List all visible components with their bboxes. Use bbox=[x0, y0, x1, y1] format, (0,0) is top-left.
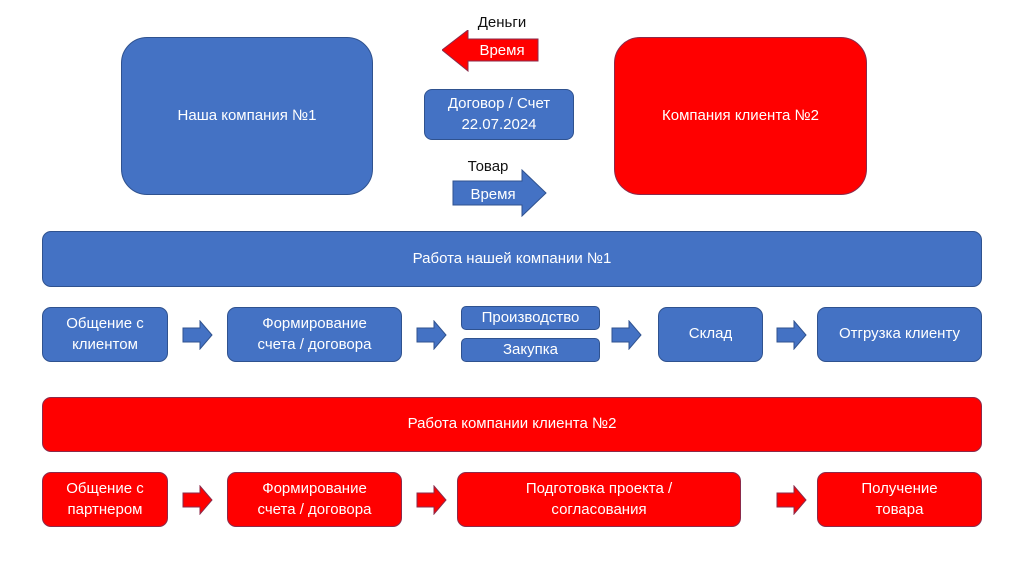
step-text: клиентом bbox=[72, 335, 138, 353]
arrow-right-icon bbox=[776, 485, 807, 515]
our-step-communication: Общение с клиентом bbox=[42, 307, 168, 362]
arrow-right-icon bbox=[416, 485, 447, 515]
contract-box: Договор / Счет 22.07.2024 bbox=[424, 89, 574, 140]
client-step-receive: Получение товара bbox=[817, 472, 982, 527]
client-step-project: Подготовка проекта / согласования bbox=[457, 472, 741, 527]
step-text: Формирование bbox=[262, 480, 367, 498]
arrow-right-icon bbox=[776, 320, 807, 350]
contract-date: 22.07.2024 bbox=[461, 115, 537, 133]
step-text: счета / договора bbox=[257, 500, 372, 518]
money-label: Деньги bbox=[477, 14, 527, 31]
our-step-warehouse: Склад bbox=[658, 307, 763, 362]
arrow-right-icon bbox=[182, 320, 213, 350]
step-text: Подготовка проекта / bbox=[525, 480, 673, 498]
client-step-communication: Общение с партнером bbox=[42, 472, 168, 527]
our-step-production: Производство bbox=[461, 306, 600, 330]
step-text: счета / договора bbox=[257, 335, 372, 353]
step-text: Производство bbox=[481, 308, 580, 326]
our-company-label: Наша компания №1 bbox=[177, 106, 317, 124]
contract-title: Договор / Счет bbox=[447, 95, 551, 113]
money-arrow-icon bbox=[442, 30, 539, 72]
step-text: Закупка bbox=[503, 340, 558, 358]
arrow-right-icon bbox=[611, 320, 642, 350]
client-process-bar: Работа компании клиента №2 bbox=[42, 397, 982, 452]
our-company-box: Наша компания №1 bbox=[121, 37, 373, 195]
money-arrow-text: Время bbox=[479, 41, 525, 59]
step-text: товара bbox=[875, 500, 924, 518]
client-company-box: Компания клиента №2 bbox=[614, 37, 867, 195]
step-text: партнером bbox=[67, 500, 143, 518]
arrow-right-icon bbox=[416, 320, 447, 350]
step-text: согласования bbox=[551, 500, 647, 518]
client-process-title: Работа компании клиента №2 bbox=[407, 415, 617, 433]
step-text: Формирование bbox=[262, 315, 367, 333]
goods-arrow-text: Время bbox=[470, 185, 516, 203]
step-text: Общение с bbox=[66, 480, 144, 498]
arrow-right-icon bbox=[182, 485, 213, 515]
our-step-purchase: Закупка bbox=[461, 338, 600, 362]
goods-arrow-icon bbox=[452, 169, 547, 217]
step-text: Отгрузка клиенту bbox=[839, 325, 960, 343]
goods-label: Товар bbox=[467, 158, 509, 175]
our-step-invoice: Формирование счета / договора bbox=[227, 307, 402, 362]
client-company-label: Компания клиента №2 bbox=[662, 106, 819, 124]
our-process-bar: Работа нашей компании №1 bbox=[42, 231, 982, 287]
our-step-shipping: Отгрузка клиенту bbox=[817, 307, 982, 362]
step-text: Склад bbox=[688, 325, 733, 343]
our-process-title: Работа нашей компании №1 bbox=[412, 249, 612, 267]
step-text: Общение с bbox=[66, 315, 144, 333]
client-step-invoice: Формирование счета / договора bbox=[227, 472, 402, 527]
step-text: Получение bbox=[861, 480, 938, 498]
